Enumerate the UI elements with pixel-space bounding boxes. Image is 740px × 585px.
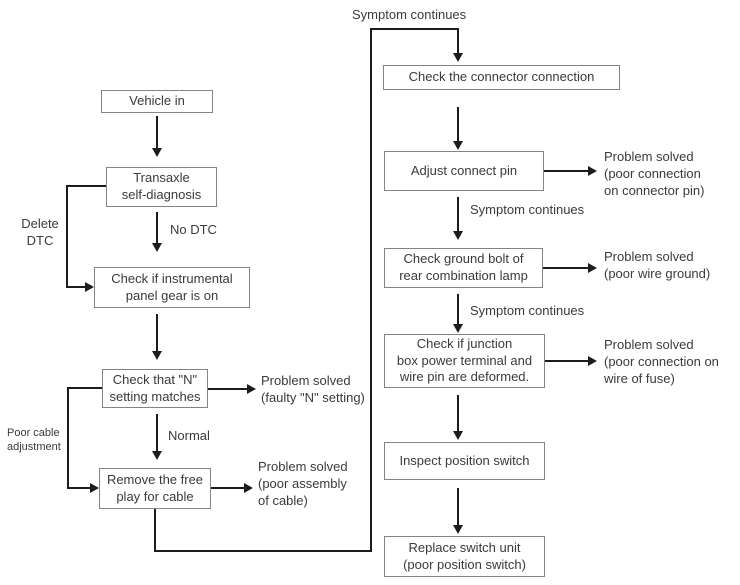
arrowhead-down-icon (453, 431, 463, 440)
edge-poor-cable-bottom-line (67, 487, 90, 489)
arrowhead-right-icon (85, 282, 94, 292)
outcome-poor-assembly-cable: Problem solved (poor assembly of cable) (258, 459, 348, 508)
edge-delete-dtc-vertical-line (66, 185, 68, 288)
edge-loop-top-line (370, 28, 459, 30)
edge-checkn-to-remove-line (156, 414, 158, 451)
label-delete-dtc: Delete DTC (21, 216, 59, 248)
arrowhead-down-icon (453, 324, 463, 333)
node-inspect-position-switch: Inspect position switch (384, 442, 545, 480)
outcome-poor-wire-fuse: Problem solved (poor connection on wire … (604, 337, 719, 386)
arrowhead-down-icon (453, 141, 463, 150)
edge-adjust-to-pin-line (544, 170, 588, 172)
arrowhead-down-icon (152, 451, 162, 460)
node-replace-switch-unit: Replace switch unit (poor position switc… (384, 536, 545, 577)
arrowhead-right-icon (90, 483, 99, 493)
edge-remove-to-assembly-line (211, 487, 244, 489)
node-vehicle-in: Vehicle in (101, 90, 213, 113)
edge-transaxle-to-instrumental-line (156, 212, 158, 243)
edge-poor-cable-vertical-line (67, 387, 69, 489)
label-symptom-continues-2: Symptom continues (470, 303, 585, 318)
edge-loop-from-remove-line (154, 509, 156, 552)
arrowhead-down-icon (152, 243, 162, 252)
label-symptom-continues-top: Symptom continues (352, 7, 467, 22)
arrowhead-down-icon (152, 148, 162, 157)
edge-adjust-to-ground-line (457, 197, 459, 231)
edge-loop-left-vertical-line (370, 28, 372, 552)
node-check-connector-connection: Check the connector connection (383, 65, 620, 90)
edge-delete-dtc-bottom-line (66, 286, 85, 288)
node-check-n-setting: Check that "N" setting matches (102, 369, 208, 408)
label-symptom-continues-1: Symptom continues (470, 202, 585, 217)
edge-poor-cable-top-line (67, 387, 102, 389)
node-adjust-connect-pin: Adjust connect pin (384, 151, 544, 191)
arrowhead-down-icon (152, 351, 162, 360)
arrowhead-right-icon (247, 384, 256, 394)
arrowhead-right-icon (588, 356, 597, 366)
outcome-faulty-n-setting: Problem solved (faulty "N" setting) (261, 373, 365, 405)
edge-inspect-to-replace-line (457, 488, 459, 525)
node-transaxle-self-diagnosis: Transaxle self-diagnosis (106, 167, 217, 207)
arrowhead-right-icon (588, 166, 597, 176)
label-normal: Normal (168, 428, 210, 443)
edge-loop-entry-line (457, 28, 459, 53)
arrowhead-right-icon (588, 263, 597, 273)
outcome-poor-connection-pin: Problem solved (poor connection on conne… (604, 149, 705, 198)
edge-junction-to-inspect-line (457, 395, 459, 431)
edge-vehicle-to-transaxle-line (156, 116, 158, 148)
edge-ground-to-wireground-line (543, 267, 588, 269)
arrowhead-down-icon (453, 231, 463, 240)
edge-delete-dtc-top-line (66, 185, 106, 187)
edge-ground-to-junction-line (457, 294, 459, 324)
arrowhead-right-icon (244, 483, 253, 493)
node-remove-free-play: Remove the free play for cable (99, 468, 211, 509)
node-check-ground-bolt: Check ground bolt of rear combination la… (384, 248, 543, 288)
label-no-dtc: No DTC (170, 222, 217, 237)
arrowhead-down-icon (453, 53, 463, 62)
node-check-instrument-panel-gear: Check if instrumental panel gear is on (94, 267, 250, 308)
edge-junction-to-fuse-line (545, 360, 588, 362)
outcome-poor-wire-ground: Problem solved (poor wire ground) (604, 249, 711, 281)
edge-instrumental-to-checkn-line (156, 314, 158, 351)
node-check-junction-box: Check if junction box power terminal and… (384, 334, 545, 388)
edge-checkn-to-faulty-line (208, 388, 247, 390)
label-poor-cable-adjustment: Poor cable adjustment (7, 427, 61, 454)
edge-loop-bottom-line (154, 550, 372, 552)
edge-connector-to-adjust-line (457, 107, 459, 141)
arrowhead-down-icon (453, 525, 463, 534)
